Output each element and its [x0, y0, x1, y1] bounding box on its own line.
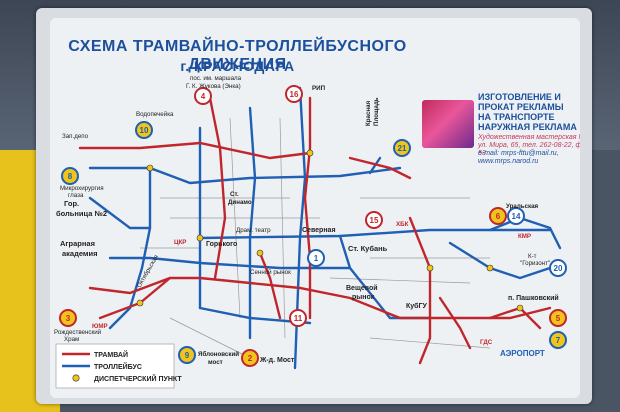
route-network: 8 10 4 16 21 15: [54, 75, 567, 389]
label-teatr: Драм. театр: [236, 227, 271, 234]
ad-line-1: ИЗГОТОВЛЕНИЕ И: [478, 92, 561, 102]
label-gorizont-2: "Горизонт": [520, 260, 550, 267]
terminal-route-21: 21: [393, 139, 411, 157]
label-kubgu: КубГУ: [406, 302, 427, 310]
terminal-route-9: 9: [178, 346, 196, 364]
svg-text:15: 15: [370, 216, 379, 225]
svg-text:3: 3: [66, 314, 71, 323]
label-gorbol: Гор.: [64, 199, 79, 208]
label-airport: АЭРОПОРТ: [500, 349, 545, 358]
label-krasn-2: Площадь: [373, 97, 380, 126]
svg-text:7: 7: [556, 336, 561, 345]
dispatch-points: [136, 149, 524, 312]
label-gorkogo: Горького: [206, 241, 237, 248]
label-zhukov: пос. им. маршала: [190, 75, 242, 82]
tram-lines: [78, 96, 552, 365]
legend-tram-label: ТРАМВАЙ: [94, 350, 128, 359]
advertisement-block: ИЗГОТОВЛЕНИЕ И ПРОКАТ РЕКЛАМЫ НА ТРАНСПО…: [422, 92, 580, 184]
label-uralskaya: Уральская: [506, 203, 539, 210]
terminal-route-16: 16: [285, 85, 303, 103]
svg-text:11: 11: [294, 314, 303, 323]
ad-line-2: ПРОКАТ РЕКЛАМЫ: [478, 102, 564, 112]
label-rip: РИП: [312, 85, 326, 92]
label-cshr: ЦКР: [174, 239, 186, 246]
label-zapdepo: Зап.депо: [62, 133, 89, 140]
label-vechevoy: Вещевой: [346, 284, 378, 292]
terminal-route-2: 2: [241, 349, 259, 367]
label-zhukov-2: Г. К. Жукова (Энка): [186, 83, 241, 90]
terminal-route-15: 15: [365, 211, 383, 229]
map-city: г. КРАСНОДАРА: [180, 58, 295, 74]
terminal-route-5: 5: [549, 309, 567, 327]
label-vechevoy-2: рынок: [352, 294, 375, 301]
legend: ТРАМВАЙ ТРОЛЛЕЙБУС ДИСПЕТЧЕРСКИЙ ПУНКТ: [55, 343, 182, 389]
terminal-route-11: 11: [289, 309, 307, 327]
ad-sub-1: Художественная мастерская МУП "КТТУ": [478, 134, 580, 141]
svg-text:10: 10: [140, 126, 149, 135]
label-vodopr: Водопечейка: [136, 111, 174, 118]
advertisement-image: [422, 100, 474, 148]
ad-line-4: НАРУЖНАЯ РЕКЛАМА: [478, 122, 577, 132]
label-gorizont: К-т: [528, 253, 537, 260]
label-severnaya: Северная: [302, 227, 336, 234]
legend-dispatch-swatch: [72, 374, 80, 382]
terminal-route-20: 20: [549, 259, 567, 277]
label-rozhdestv: Рождественский: [54, 329, 102, 336]
terminal-route-6: 6: [489, 207, 507, 225]
label-pashk: п. Пашковский: [508, 294, 559, 302]
street-lines: [140, 117, 491, 359]
label-krasn: Красная: [365, 100, 372, 126]
ad-line-3: НА ТРАНСПОРТЕ: [478, 112, 555, 122]
label-yablon-2: мост: [208, 359, 223, 366]
map-title: СХЕМА ТРАМВАЙНО-ТРОЛЛЕЙБУСНОГО ДВИЖЕНИЯ: [68, 38, 407, 73]
label-rozhdestv-2: Храм: [64, 336, 79, 343]
terminal-route-1: 1: [307, 249, 325, 267]
svg-text:9: 9: [185, 351, 190, 360]
ad-sub-2: ул. Мира, 65, тел. 262-08-22, факс 262-5…: [478, 142, 580, 157]
label-mikrohir: Микрохирургия: [60, 185, 104, 192]
label-stdinamo: Ст.: [230, 191, 239, 198]
terminal-route-10: 10: [135, 121, 153, 139]
label-gorbol-2: больница №2: [56, 209, 107, 218]
route-terminals: 8 10 4 16 21 15: [59, 85, 567, 367]
legend-dispatch-label: ДИСПЕТЧЕРСКИЙ ПУНКТ: [94, 374, 182, 383]
svg-text:6: 6: [496, 212, 501, 221]
label-mikrohir-2: глаза: [68, 192, 84, 199]
terminal-route-3: 3: [59, 309, 77, 327]
label-gds: ГДС: [480, 339, 493, 346]
label-stdinamo-2: Динамо: [228, 199, 252, 206]
terminal-route-14: 14: [507, 207, 525, 225]
svg-text:14: 14: [512, 212, 521, 221]
label-hbk: ХБК: [396, 221, 409, 228]
svg-text:2: 2: [248, 354, 253, 363]
terminal-route-7: 7: [549, 331, 567, 349]
terminal-route-8: 8: [61, 167, 79, 185]
station-labels: пос. им. маршала Г. К. Жукова (Энка) Вод…: [54, 75, 559, 366]
svg-text:21: 21: [398, 144, 407, 153]
label-sennoy: Сенной рынок: [250, 269, 291, 276]
svg-text:8: 8: [68, 172, 73, 181]
svg-text:4: 4: [201, 92, 206, 101]
label-zhdmost: Ж-д. Мост: [259, 357, 295, 364]
svg-text:20: 20: [554, 264, 563, 273]
legend-trolley-label: ТРОЛЛЕЙБУС: [94, 362, 142, 371]
transit-map-board: СХЕМА ТРАМВАЙНО-ТРОЛЛЕЙБУСНОГО ДВИЖЕНИЯ …: [50, 18, 580, 398]
ad-sub-3: e-mail: mrps-fttu@mail.ru, www.mrps.naro…: [478, 150, 559, 165]
terminal-route-4: 4: [194, 87, 212, 105]
label-agrar: Аграрная: [60, 239, 95, 248]
label-agrar-2: академия: [62, 249, 97, 258]
label-yablon: Яблоновский: [198, 351, 239, 358]
label-kmr: КМР: [518, 233, 531, 240]
label-yumr: ЮМР: [92, 323, 108, 330]
label-stkuban: Ст. Кубань: [348, 244, 388, 253]
svg-text:5: 5: [556, 314, 561, 323]
svg-text:16: 16: [290, 90, 299, 99]
svg-text:1: 1: [314, 254, 319, 263]
